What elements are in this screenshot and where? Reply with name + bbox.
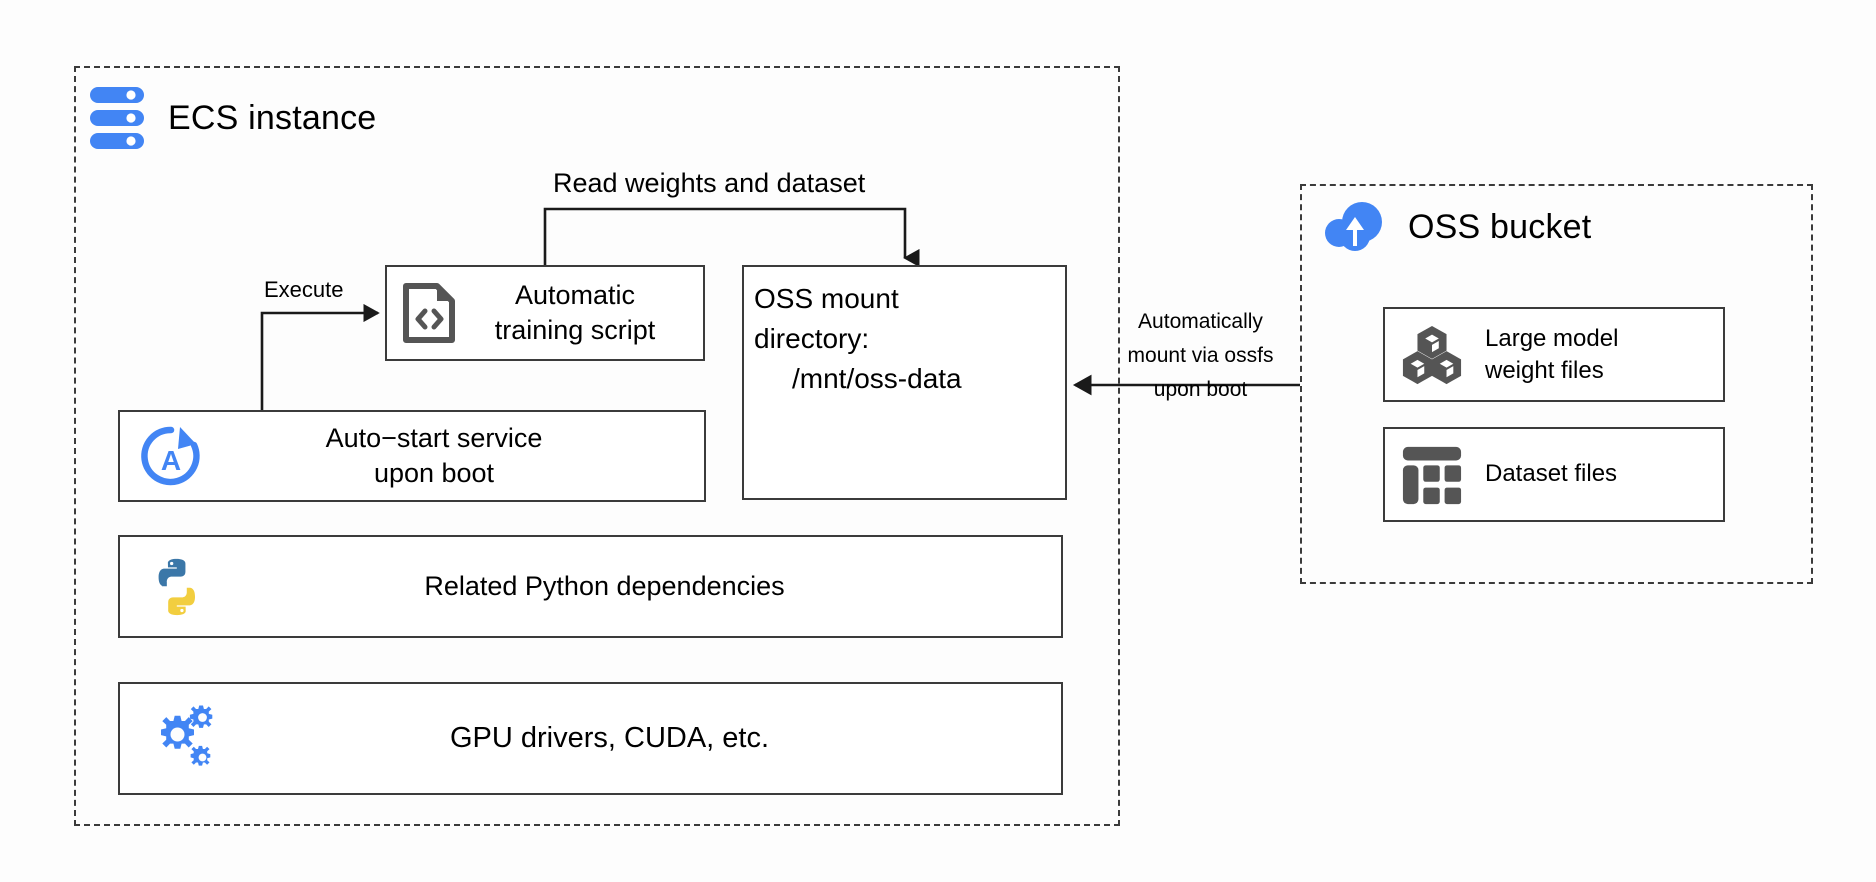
dataset-files-label: Dataset files bbox=[1485, 460, 1618, 488]
oss-mount-directory-box[interactable]: OSS mount directory: /mnt/oss-data bbox=[742, 265, 1067, 500]
server-stack-icon bbox=[90, 87, 144, 149]
auto-start-service-label: Auto−start service upon boot bbox=[204, 421, 704, 491]
gears-icon bbox=[146, 703, 218, 775]
automatic-training-script-label: Automatic training script bbox=[457, 278, 703, 348]
oss-bucket-title: OSS bucket bbox=[1408, 207, 1592, 246]
dataset-files-box[interactable]: Dataset files bbox=[1383, 427, 1725, 522]
weights-line-1: Large model bbox=[1485, 325, 1619, 353]
weights-line-2: weight files bbox=[1485, 356, 1604, 384]
oss-bucket-header: OSS bucket bbox=[1322, 200, 1591, 254]
automatic-training-script-box[interactable]: Automatic training script bbox=[385, 265, 705, 361]
autostart-line-1: Auto−start service bbox=[325, 422, 543, 453]
ecs-instance-group bbox=[74, 66, 1120, 826]
python-dependencies-label: Related Python dependencies bbox=[424, 571, 785, 602]
mount-line-2: directory: bbox=[754, 322, 870, 354]
edge-label-read-weights: Read weights and dataset bbox=[553, 168, 866, 198]
svg-text:A: A bbox=[161, 445, 181, 476]
mount-path-value: /mnt/oss-data bbox=[792, 362, 962, 394]
autostart-line-2: upon boot bbox=[373, 458, 495, 488]
mount-line-1: OSS mount bbox=[754, 283, 899, 314]
script-line-1: Automatic bbox=[514, 279, 636, 310]
auto-start-service-box[interactable]: A Auto−start service upon boot bbox=[118, 410, 706, 502]
ecs-instance-title: ECS instance bbox=[168, 98, 377, 137]
auto-restart-icon: A bbox=[138, 423, 204, 489]
oss-bucket-group bbox=[1300, 184, 1813, 584]
python-dependencies-box[interactable]: Related Python dependencies bbox=[118, 535, 1063, 638]
script-line-2: training script bbox=[494, 315, 656, 345]
cubes-icon bbox=[1401, 324, 1463, 386]
table-grid-icon bbox=[1401, 444, 1463, 506]
edge-label-execute: Execute bbox=[264, 277, 344, 302]
gpu-drivers-label: GPU drivers, CUDA, etc. bbox=[449, 721, 770, 754]
cloud-upload-icon bbox=[1325, 202, 1382, 251]
code-file-icon bbox=[401, 282, 457, 344]
python-logo-icon bbox=[146, 555, 208, 619]
gpu-drivers-box[interactable]: GPU drivers, CUDA, etc. bbox=[118, 682, 1063, 795]
large-model-weight-files-box[interactable]: Large model weight files bbox=[1383, 307, 1725, 402]
large-model-weight-files-label: Large model weight files bbox=[1463, 323, 1723, 385]
ecs-instance-header: ECS instance bbox=[88, 85, 376, 151]
edge-label-mount-ossfs: Automatically mount via ossfs upon boot bbox=[1127, 310, 1274, 402]
